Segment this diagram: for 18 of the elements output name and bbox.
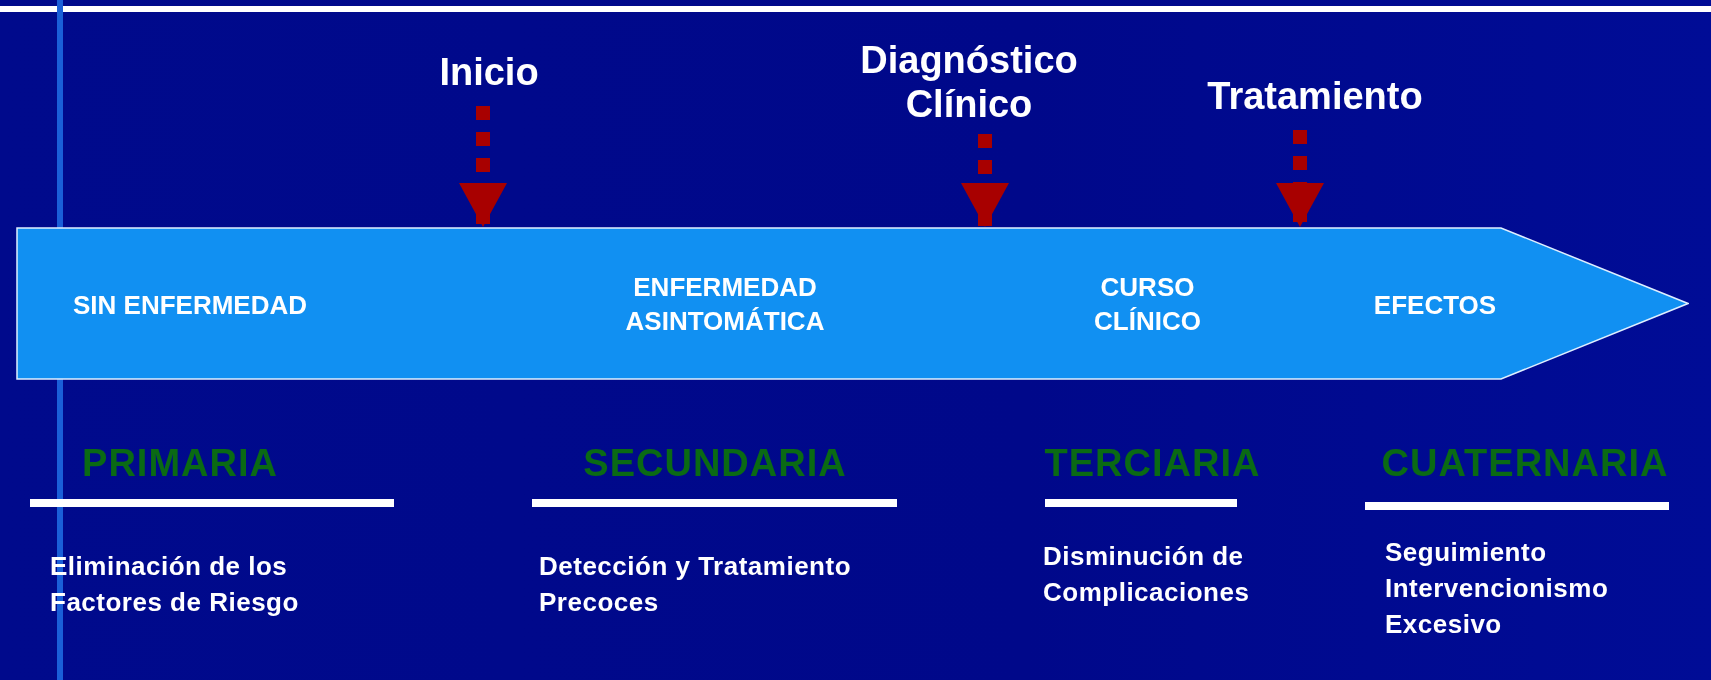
level-heading: PRIMARIA xyxy=(81,442,279,485)
description-text: Disminución de Complicaciones xyxy=(1043,540,1251,609)
stage-label: EFECTOS xyxy=(1372,289,1498,322)
stage-label: ENFERMEDAD ASINTOMÁTICA xyxy=(624,271,826,338)
dashed-arrow xyxy=(1276,130,1324,227)
description-text: Detección y Tratamiento Precoces xyxy=(539,550,853,619)
level-heading: TERCIARIA xyxy=(1043,442,1262,485)
stage-label: CURSO CLÍNICO xyxy=(1093,271,1202,338)
milestone-label: Inicio xyxy=(438,50,540,94)
dashed-arrow xyxy=(961,134,1009,227)
description-text: Seguimiento Intervencionismo Excesivo xyxy=(1385,536,1610,641)
description-text: Eliminación de los Factores de Riesgo xyxy=(50,550,300,619)
stage-label: SIN ENFERMEDAD xyxy=(72,289,308,322)
level-heading: CUATERNARIA xyxy=(1380,442,1670,485)
level-heading: SECUNDARIA xyxy=(582,442,848,485)
milestone-label: Tratamiento xyxy=(1206,74,1424,118)
dashed-arrow xyxy=(459,106,507,227)
milestone-label: Diagnóstico Clínico xyxy=(859,38,1079,126)
